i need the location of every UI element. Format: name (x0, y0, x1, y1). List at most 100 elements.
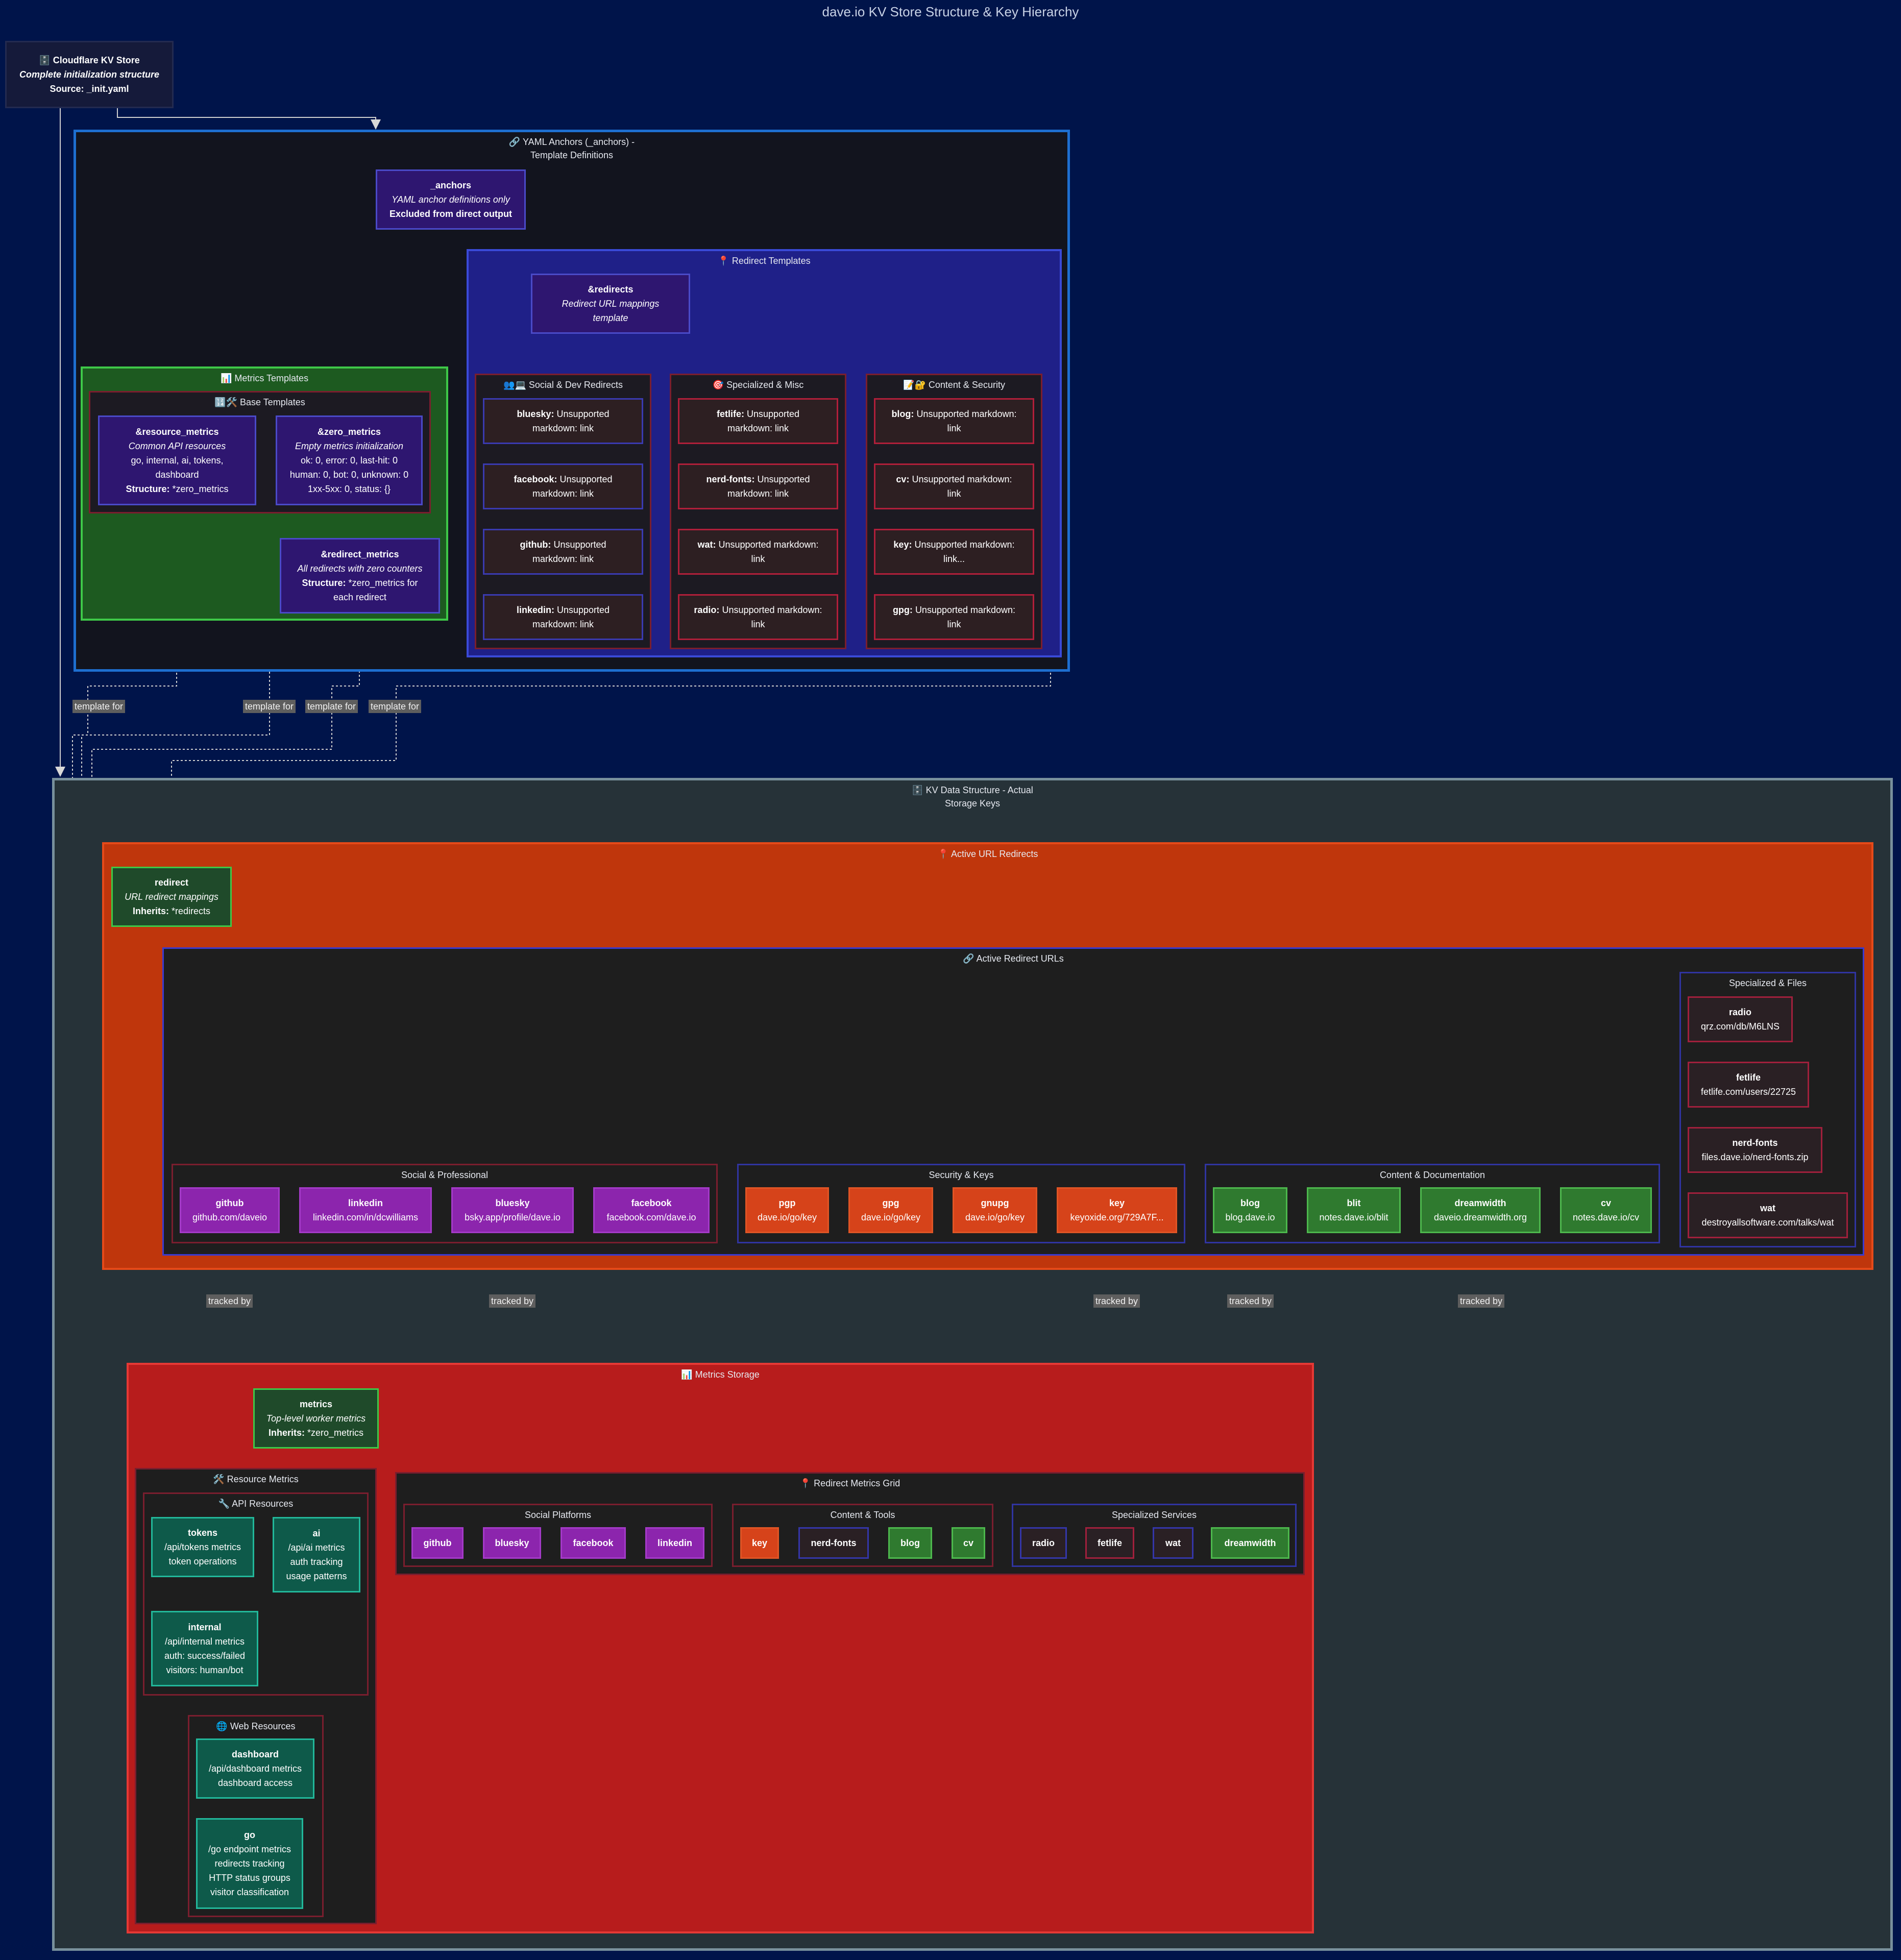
metric-dreamwidth[interactable]: dreamwidth (1211, 1527, 1289, 1559)
redirect-value: link (751, 554, 765, 564)
url-name: blog (1240, 1198, 1260, 1208)
url-name: gpg (882, 1198, 899, 1208)
metric-line: /api/internal metrics (164, 1636, 245, 1647)
metrics-name: metrics (299, 1399, 333, 1409)
redirect-value: Unsupported markdown: (915, 605, 1016, 615)
redirect-key: blog: (891, 409, 914, 419)
anchors-name: _anchors (430, 180, 472, 190)
url-target: dave.io/go/key (757, 1212, 817, 1222)
metric-wat[interactable]: wat (1153, 1527, 1193, 1559)
redirect-value: link (947, 488, 961, 499)
redirect-value: Unsupported markdown: (912, 474, 1012, 484)
url-name: cv (1600, 1198, 1612, 1208)
active-url-redirects-label: 📍 Active URL Redirects (937, 849, 1038, 859)
redirect-key: gpg: (892, 605, 913, 615)
metric-name: fetlife (1097, 1538, 1122, 1548)
specialized-misc-label: 🎯 Specialized & Misc (712, 380, 804, 390)
metric-line: token operations (168, 1556, 237, 1566)
metric-nerd-fonts[interactable]: nerd-fonts (798, 1527, 869, 1559)
anchors-node: _anchors YAML anchor definitions only Ex… (376, 169, 526, 230)
metric-line: /go endpoint metrics (208, 1844, 291, 1854)
redirect-key: bluesky: (517, 409, 554, 419)
specialized-services-label: Specialized Services (1111, 1510, 1197, 1520)
url-target: bsky.app/profile/dave.io (465, 1212, 560, 1222)
metric-internal[interactable]: internal/api/internal metrics auth: succe… (151, 1611, 258, 1686)
redirect-name: redirect (154, 877, 189, 888)
metric-name: dashboard (231, 1749, 279, 1759)
redirect-value: Unsupported (559, 474, 613, 484)
metric-linkedin[interactable]: linkedin (645, 1527, 704, 1559)
edge-label-template-for: template for (243, 700, 296, 713)
metric-line: /api/dashboard metrics (208, 1763, 302, 1774)
edge-label-template-for: template for (369, 700, 422, 713)
template-redirect-blog: blog: Unsupported markdown:link (874, 398, 1034, 444)
redirect-value: markdown: link (727, 423, 789, 433)
redirect-desc: URL redirect mappings (125, 892, 218, 902)
redirect-key: fetlife: (716, 409, 744, 419)
url-blog[interactable]: blog blog.dave.io (1213, 1187, 1287, 1233)
url-target: blog.dave.io (1225, 1212, 1275, 1222)
redirect-key: linkedin: (516, 605, 554, 615)
redirect-value: markdown: link (532, 554, 594, 564)
redirect-value: markdown: link (727, 488, 789, 499)
redirect-key: facebook: (514, 474, 557, 484)
metrics-node: metrics Top-level worker metrics Inherit… (253, 1388, 379, 1449)
content-documentation-label: Content & Documentation (1379, 1170, 1485, 1180)
metric-name: cv (963, 1538, 974, 1548)
metric-name: internal (188, 1622, 222, 1632)
metric-blog[interactable]: blog (888, 1527, 932, 1559)
redirect-metrics-structure: *zero_metrics for (348, 578, 418, 588)
metric-github[interactable]: github (411, 1527, 464, 1559)
redirect-key: radio: (694, 605, 720, 615)
url-name: fetlife (1736, 1072, 1761, 1083)
redirect-key: cv: (896, 474, 910, 484)
yaml-anchors-label: 🔗 YAML Anchors (_anchors) - Template Def… (508, 137, 635, 160)
metric-line: /api/ai metrics (288, 1542, 345, 1553)
metric-line: auth: success/failed (164, 1651, 246, 1661)
metric-key[interactable]: key (740, 1527, 779, 1559)
redirect-value: Unsupported markdown: (722, 605, 822, 615)
metric-name: blog (900, 1538, 920, 1548)
redirects-template-node: &redirects Redirect URL mappings templat… (531, 274, 690, 334)
redirect-metrics-grid-label: 📍 Redirect Metrics Grid (799, 1478, 900, 1488)
resource-metrics-label: 🛠️ Resource Metrics (213, 1474, 299, 1484)
resource-metrics-node: &resource_metrics Common API resources g… (98, 415, 256, 505)
edge-label-tracked-by: tracked by (206, 1294, 253, 1308)
metric-fetlife[interactable]: fetlife (1085, 1527, 1134, 1559)
metric-cv[interactable]: cv (952, 1527, 985, 1559)
metric-facebook[interactable]: facebook (560, 1527, 626, 1559)
resource-metrics-desc: Common API resources (128, 441, 226, 451)
redirect-metrics-line: each redirect (333, 592, 387, 602)
redirect-key: nerd-fonts: (706, 474, 755, 484)
url-target: linkedin.com/in/dcwilliams (312, 1212, 419, 1222)
url-target: destroyallsoftware.com/talks/wat (1701, 1217, 1834, 1228)
redirect-metrics-template-node: &redirect_metrics All redirects with zer… (280, 538, 440, 614)
metric-radio[interactable]: radio (1020, 1527, 1067, 1559)
metric-name: go (244, 1830, 255, 1840)
metric-bluesky[interactable]: bluesky (483, 1527, 541, 1559)
redirect-value: Unsupported (556, 409, 610, 419)
zero-metrics-name: &zero_metrics (317, 427, 381, 437)
active-redirect-urls-label: 🔗 Active Redirect URLs (963, 953, 1064, 964)
